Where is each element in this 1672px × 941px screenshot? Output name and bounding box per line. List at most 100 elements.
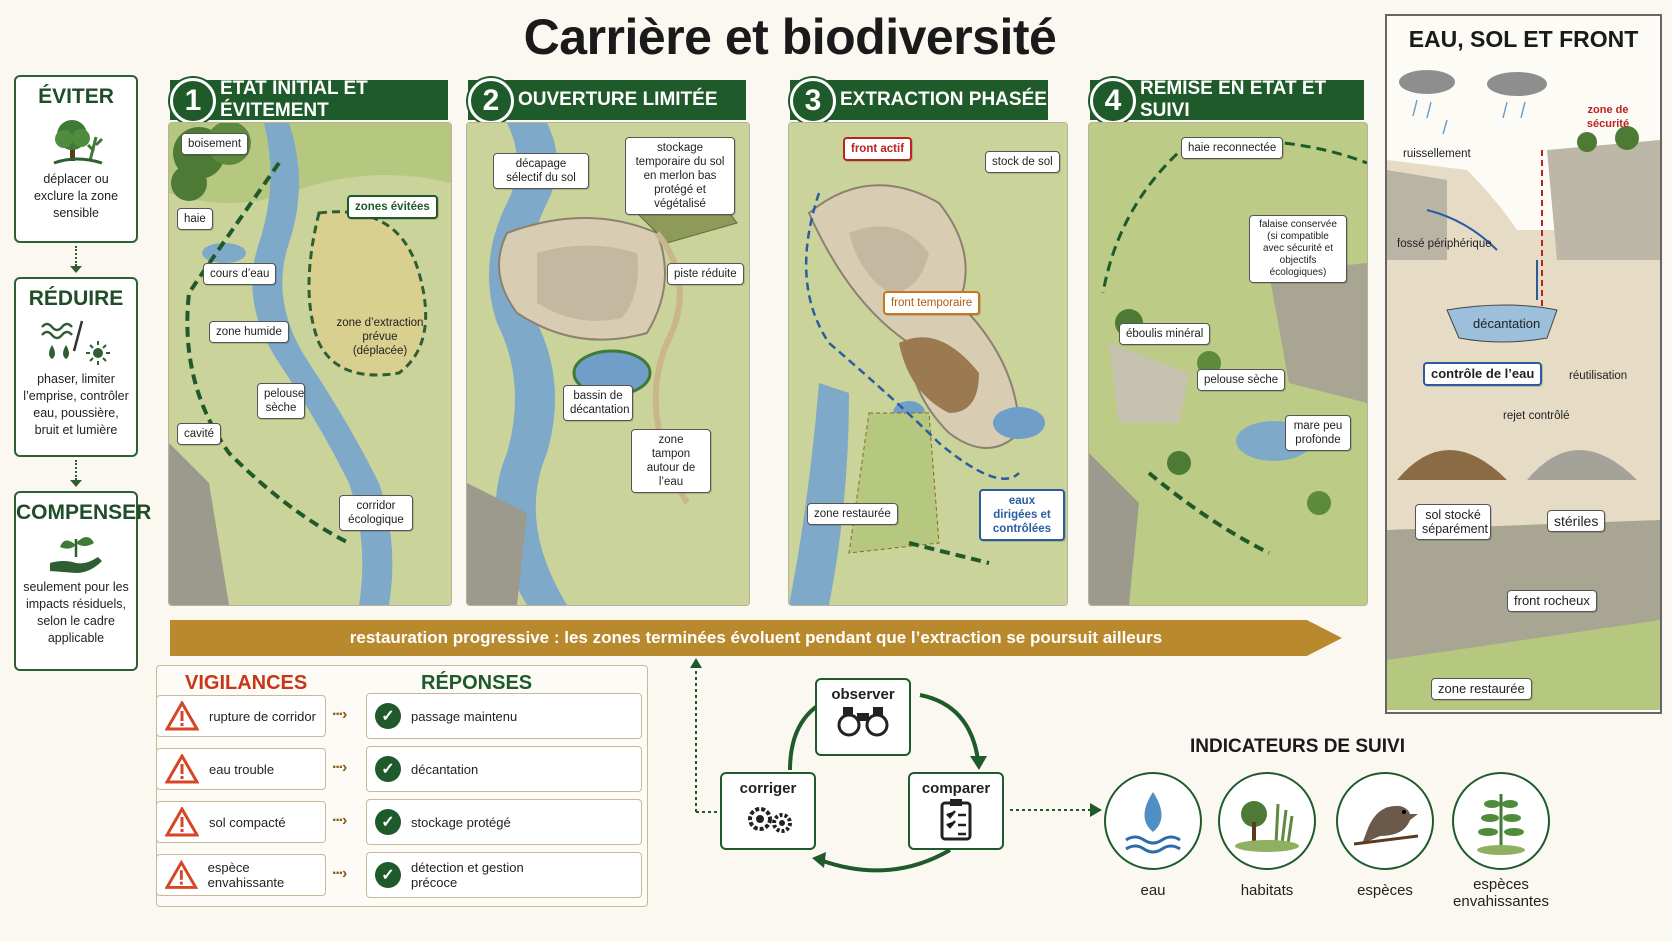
- cycle-label: observer: [831, 686, 895, 703]
- label-fosse: fossé périphérique: [1397, 238, 1492, 250]
- indicator-habitats: [1218, 772, 1316, 870]
- arrow-icon: ···›: [332, 812, 347, 829]
- response-row: ✓ passage maintenu: [366, 693, 642, 739]
- progress-band: restauration progressive : les zones ter…: [170, 620, 1342, 656]
- warning-icon: [165, 860, 198, 889]
- strategy-text: déplacer ou exclure la zone sensible: [33, 172, 119, 220]
- risk-row: sol compacté: [156, 801, 326, 843]
- label-falaise: falaise conservée (si compatible avec sé…: [1249, 215, 1347, 283]
- page-title: Carrière et biodiversité: [523, 9, 1057, 65]
- arrow-icon: ···›: [332, 759, 347, 776]
- stage-header-4: REMISE EN ÉTAT ET SUIVI: [1090, 80, 1364, 120]
- gears-icon: [748, 807, 792, 833]
- stage-header-2: OUVERTURE LIMITÉE: [468, 80, 746, 120]
- side-panel-title: EAU, SOL ET FRONT: [1408, 26, 1639, 52]
- label-reutilisation: réutilisation: [1569, 370, 1628, 382]
- invasive-plant-icon: [1477, 794, 1525, 855]
- strategy-reduire: RÉDUIRE phaser, limiter l’emprise, contr…: [14, 277, 138, 457]
- label-pelouse-seche: pelouse sèche: [257, 383, 305, 419]
- label-pelouse-seche: pelouse sèche: [1197, 369, 1286, 391]
- label-decantation: décantation: [1473, 316, 1541, 331]
- strategy-title: ÉVITER: [38, 85, 114, 108]
- indicator-especes-envahissantes: [1452, 772, 1550, 870]
- cycle-label: corriger: [739, 780, 797, 797]
- label-piste-reduite: piste réduite: [667, 263, 744, 285]
- vigilances-title: VIGILANCES: [185, 672, 308, 694]
- bird-icon: [1353, 805, 1419, 846]
- label-cours-deau: cours d’eau: [203, 263, 277, 285]
- label-mare: mare peu profonde: [1285, 415, 1351, 451]
- binoculars-icon: [837, 707, 889, 737]
- clipboard-icon: [940, 799, 972, 841]
- label-sol-stocke: sol stocké séparément: [1415, 504, 1491, 540]
- stage-panel-4: haie reconnectée falaise conservée (si c…: [1088, 122, 1368, 606]
- stage-panel-3: front actif stock de sol front temporair…: [788, 122, 1068, 606]
- label-front-temporaire: front temporaire: [883, 291, 981, 315]
- indicator-label: eau: [1140, 882, 1166, 899]
- label-zone-extraction: zone d’extraction prévue (déplacée): [336, 317, 424, 357]
- stage-title: REMISE EN ÉTAT ET SUIVI: [1140, 78, 1327, 121]
- stage-number: 2: [468, 78, 514, 124]
- label-zones-evitees: zones évitées: [347, 195, 438, 219]
- landscape-illustration: [1089, 123, 1367, 605]
- response-row: ✓ stockage protégé: [366, 799, 642, 845]
- band-to-cycle-connector: [690, 658, 730, 813]
- indicator-label: espèces: [1357, 882, 1413, 899]
- arrow-icon: ···›: [332, 865, 347, 882]
- label-zone-securite: zone de sécurité: [1586, 104, 1630, 130]
- cycle-label: comparer: [921, 780, 991, 797]
- cycle-observer: observer: [815, 678, 911, 756]
- strategy-title: RÉDUIRE: [28, 287, 124, 310]
- risk-label: rupture de corridor: [209, 708, 316, 724]
- label-front-actif: front actif: [843, 137, 913, 161]
- strategy-compenser: COMPENSER seulement pour les impacts rés…: [14, 491, 152, 671]
- label-cavite: cavité: [177, 423, 222, 445]
- response-row: ✓ décantation: [366, 746, 642, 792]
- hand-plant-icon: [50, 537, 102, 573]
- label-controle-eau: contrôle de l’eau: [1423, 362, 1543, 386]
- stage-panel-2: décapage sélectif du sol stockage tempor…: [466, 122, 750, 606]
- stage-title: EXTRACTION PHASÉE: [840, 89, 1047, 110]
- indicator-label: espèces envahissantes: [1453, 876, 1549, 910]
- risk-label: eau trouble: [209, 761, 275, 777]
- response-label: stockage protégé: [411, 814, 511, 830]
- check-icon: ✓: [375, 862, 401, 888]
- responses-title: RÉPONSES: [421, 672, 533, 694]
- progress-text: restauration progressive : les zones ter…: [349, 628, 1163, 647]
- strategy-text: seulement pour les impacts résiduels, se…: [23, 580, 129, 645]
- flow-arrow-icon: [70, 266, 82, 273]
- indicator-eau: [1104, 772, 1202, 870]
- label-haie-reconnectee: haie reconnectée: [1181, 137, 1284, 159]
- label-zone-tampon: zone tampon autour de l’eau: [631, 429, 711, 493]
- label-front-rocheux: front rocheux: [1507, 590, 1597, 612]
- label-corridor: corridor écologique: [339, 495, 413, 531]
- flow-connector: [75, 460, 77, 480]
- water-dust-noise-icon: [41, 320, 110, 365]
- cycle-comparer: comparer: [908, 772, 1004, 850]
- stage-panel-1: boisement haie cours d’eau zone humide p…: [168, 122, 452, 606]
- label-eboulis: éboulis minéral: [1119, 323, 1211, 345]
- stage-number: 3: [790, 78, 836, 124]
- warning-icon: [165, 701, 199, 731]
- risk-row: eau trouble: [156, 748, 326, 790]
- label-eaux-dirigees: eaux dirigées et contrôlées: [979, 489, 1065, 541]
- indicator-label: habitats: [1240, 882, 1294, 899]
- cycle-to-indicators-arrow: [1010, 803, 1102, 817]
- check-icon: ✓: [375, 809, 401, 835]
- check-icon: ✓: [375, 703, 401, 729]
- label-zone-restauree: zone restaurée: [807, 503, 898, 525]
- habitat-icon: [1235, 801, 1299, 852]
- indicator-especes: [1336, 772, 1434, 870]
- indicators-title: INDICATEURS DE SUIVI: [1190, 736, 1406, 757]
- stage-title: OUVERTURE LIMITÉE: [518, 89, 718, 110]
- check-icon: ✓: [375, 756, 401, 782]
- arrow-icon: ···›: [332, 706, 347, 723]
- stage-header-1: ÉTAT INITIAL ET ÉVITEMENT: [170, 80, 448, 120]
- label-zone-restauree: zone restaurée: [1431, 678, 1532, 700]
- label-boisement: boisement: [181, 133, 249, 155]
- side-panel: EAU, SOL ET FRONT zone de sécurité ruiss…: [1385, 14, 1662, 714]
- strategy-title: COMPENSER: [16, 501, 152, 524]
- risk-row: rupture de corridor: [156, 695, 326, 737]
- label-haie: haie: [177, 208, 213, 230]
- warning-icon: [165, 754, 199, 784]
